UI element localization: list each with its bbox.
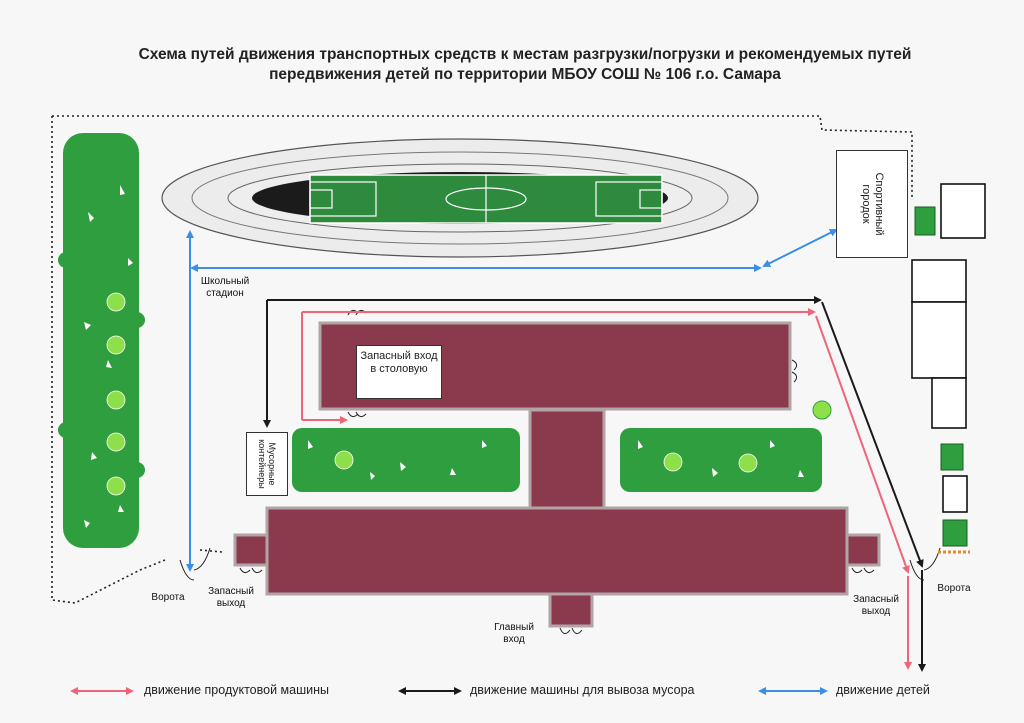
gate-right-label: Ворота xyxy=(937,583,971,594)
right-side-buildings xyxy=(911,183,986,513)
school-building xyxy=(233,321,881,628)
middle-hedge xyxy=(292,428,520,492)
children-route xyxy=(186,229,838,572)
small-bushes xyxy=(914,206,968,547)
title-line-1: Схема путей движения транспортных средст… xyxy=(138,46,912,63)
title-line-2: передвижения детей по территории МБОУ СО… xyxy=(269,66,781,83)
left-hedge xyxy=(58,133,145,548)
main-entrance-label: Главный вход xyxy=(494,622,534,645)
sports-ground-label: Спортивный городок xyxy=(836,150,908,258)
page-title: Схема путей движения транспортных средст… xyxy=(40,45,1010,85)
gate-left-label: Ворота xyxy=(151,592,185,603)
canteen-entrance-label: Запасный вход в столовую xyxy=(356,345,442,399)
trash-containers-label: Мусорные контейнеры xyxy=(246,432,288,496)
stadium xyxy=(161,138,759,258)
exit-left-label: Запасный выход xyxy=(208,586,254,609)
food-route xyxy=(301,308,912,670)
legend-garbage-truck: движение машины для вывоза мусора xyxy=(470,683,695,697)
right-hedge xyxy=(620,428,822,492)
legend-food-truck: движение продуктовой машины xyxy=(144,683,329,697)
territory-fence xyxy=(51,115,913,604)
exit-right-label: Запасный выход xyxy=(853,594,899,617)
garbage-route xyxy=(263,296,926,672)
legend-children: движение детей xyxy=(836,683,930,697)
stadium-label: Школьный стадион xyxy=(200,276,250,299)
football-field xyxy=(309,174,663,224)
lone-bush xyxy=(812,400,832,420)
